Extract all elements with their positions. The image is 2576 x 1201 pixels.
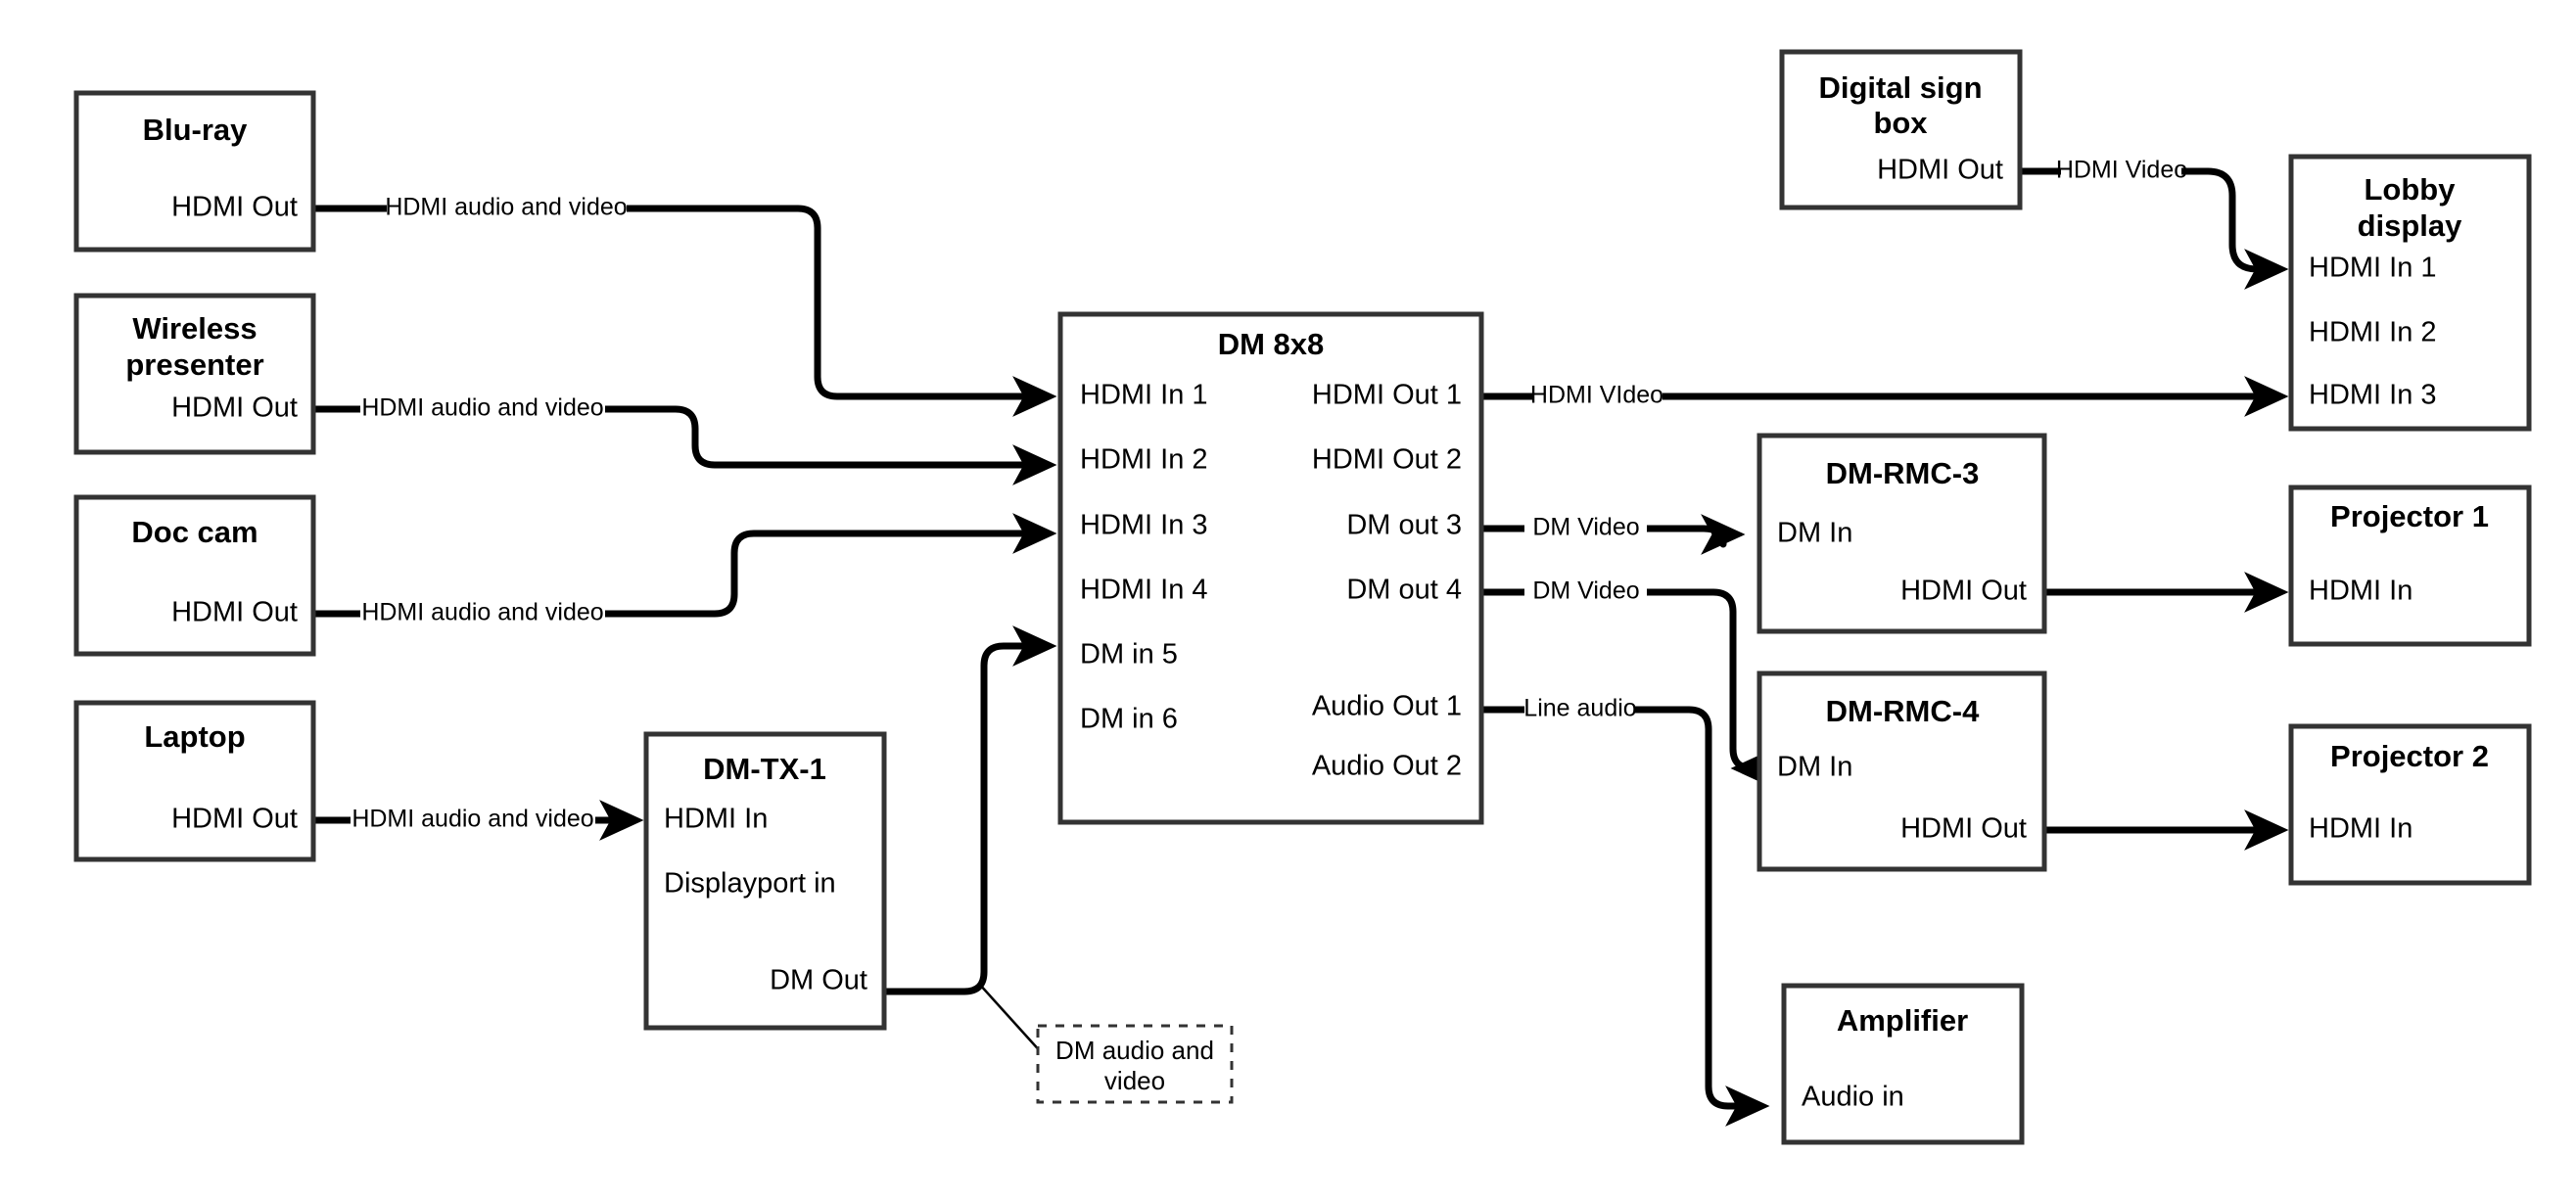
edge-label-hdmi-video-out1: HDMI VIdeo — [1530, 382, 1663, 409]
dm-tx-1-port-displayport-in: Displayport in — [664, 868, 836, 900]
edge-label-bluray: HDMI audio and video — [385, 194, 627, 221]
edge-label-line-audio: Line audio — [1523, 695, 1636, 722]
node-dm-8x8[interactable]: DM 8x8 HDMI In 1 HDMI In 2 HDMI In 3 HDM… — [1057, 311, 1484, 825]
node-dm-rmc-4[interactable]: DM-RMC-4 DM In HDMI Out — [1756, 670, 2047, 872]
lobby-display-port-hdmi-in-3: HDMI In 3 — [2309, 380, 2437, 411]
digital-sign-box-title-line-1: Digital sign — [1818, 70, 1982, 105]
dm-8x8-port-dm-in-6: DM in 6 — [1080, 704, 1178, 735]
blu-ray-title: Blu-ray — [143, 113, 249, 147]
wire-tx-to-dm-in5 — [884, 625, 1057, 1055]
dm-tx-1-port-hdmi-in: HDMI In — [664, 804, 768, 835]
projector-2-title: Projector 2 — [2330, 739, 2489, 773]
projector-1-port-hdmi-in: HDMI In — [2309, 576, 2412, 607]
wire-dm-out3-to-rmc3 — [1481, 514, 1746, 555]
edge-labels: HDMI audio and video HDMI audio and vide… — [351, 157, 2187, 833]
dm-rmc-3-title: DM-RMC-3 — [1826, 456, 1980, 490]
dm-rmc-3-port-dm-in: DM In — [1777, 518, 1852, 549]
dm-8x8-port-dm-in-5: DM in 5 — [1080, 639, 1178, 670]
digital-sign-box-port-hdmi-out: HDMI Out — [1877, 155, 2003, 186]
edge-label-doccam: HDMI audio and video — [361, 599, 603, 626]
wire-wireless-to-dm-in2 — [313, 405, 1057, 485]
blu-ray-port-hdmi-out: HDMI Out — [171, 192, 298, 223]
node-amplifier[interactable]: Amplifier Audio in — [1781, 983, 2025, 1145]
wireless-presenter-title-line-2: presenter — [125, 347, 263, 382]
lobby-display-port-hdmi-in-1: HDMI In 1 — [2309, 253, 2437, 284]
node-projector-1[interactable]: Projector 1 HDMI In — [2288, 485, 2532, 647]
node-digital-sign-box[interactable]: Digital sign box HDMI Out — [1779, 49, 2023, 210]
wire-dm-out4-to-rmc4 — [1481, 588, 1775, 789]
dm-8x8-port-hdmi-out-2: HDMI Out 2 — [1312, 444, 1462, 476]
projector-1-title: Projector 1 — [2330, 499, 2489, 533]
wire-bluray-to-dm-in1 — [313, 205, 1057, 417]
lobby-display-title-line-2: display — [2358, 208, 2463, 243]
dm-rmc-4-port-dm-in: DM In — [1777, 752, 1852, 783]
projector-2-port-hdmi-in: HDMI In — [2309, 813, 2412, 845]
lobby-display-port-hdmi-in-2: HDMI In 2 — [2309, 317, 2437, 348]
node-lobby-display[interactable]: Lobby display HDMI In 1 HDMI In 2 HDMI I… — [2288, 154, 2532, 432]
node-laptop[interactable]: Laptop HDMI Out — [73, 700, 316, 862]
note-dm-audio-and-video: DM audio and video — [1036, 1024, 1234, 1104]
edge-label-laptop: HDMI audio and video — [351, 806, 593, 833]
dm-8x8-port-hdmi-in-1: HDMI In 1 — [1080, 380, 1208, 411]
amplifier-title: Amplifier — [1837, 1003, 1968, 1038]
node-projector-2[interactable]: Projector 2 HDMI In — [2288, 723, 2532, 886]
dm-8x8-port-hdmi-out-1: HDMI Out 1 — [1312, 380, 1462, 411]
edge-label-wireless: HDMI audio and video — [361, 394, 603, 422]
edge-label-dm-video-4: DM Video — [1532, 577, 1639, 605]
wire-dm-audio1-to-amp — [1481, 706, 1770, 1127]
doc-cam-port-hdmi-out: HDMI Out — [171, 597, 298, 628]
node-wireless-presenter[interactable]: Wireless presenter HDMI Out — [73, 293, 316, 455]
wireless-presenter-title-line-1: Wireless — [132, 311, 257, 346]
node-dm-tx-1[interactable]: DM-TX-1 HDMI In Displayport in DM Out — [643, 731, 887, 1031]
doc-cam-title: Doc cam — [131, 515, 258, 549]
wire-doccam-to-dm-in3 — [313, 513, 1057, 618]
dm-8x8-port-hdmi-in-3: HDMI In 3 — [1080, 510, 1208, 541]
amplifier-port-audio-in: Audio in — [1802, 1082, 1904, 1113]
note-line-1: DM audio and — [1055, 1036, 1214, 1065]
dm-8x8-port-audio-out-1: Audio Out 1 — [1312, 691, 1462, 722]
dm-8x8-port-hdmi-in-2: HDMI In 2 — [1080, 444, 1208, 476]
dm-rmc-4-port-hdmi-out: HDMI Out — [1900, 813, 2027, 845]
note-line-2: video — [1104, 1066, 1165, 1095]
laptop-port-hdmi-out: HDMI Out — [171, 804, 298, 835]
dm-8x8-title: DM 8x8 — [1218, 327, 1325, 361]
dm-8x8-port-hdmi-in-4: HDMI In 4 — [1080, 575, 1208, 606]
dm-tx-1-title: DM-TX-1 — [703, 752, 826, 786]
edge-label-hdmi-video-sign: HDMI Video — [2056, 157, 2187, 184]
edge-label-dm-video-3: DM Video — [1532, 514, 1639, 541]
laptop-title: Laptop — [144, 719, 245, 754]
dm-8x8-port-dm-out-3: DM out 3 — [1346, 510, 1462, 541]
dm-8x8-port-dm-out-4: DM out 4 — [1346, 575, 1462, 606]
dm-rmc-3-port-hdmi-out: HDMI Out — [1900, 576, 2027, 607]
lobby-display-title-line-1: Lobby — [2365, 172, 2457, 207]
wire-sign-to-lobby-in1 — [2020, 167, 2289, 290]
node-doc-cam[interactable]: Doc cam HDMI Out — [73, 494, 316, 657]
dm-rmc-4-title: DM-RMC-4 — [1826, 694, 1980, 728]
wireless-presenter-port-hdmi-out: HDMI Out — [171, 393, 298, 424]
node-dm-rmc-3[interactable]: DM-RMC-3 DM In HDMI Out — [1756, 433, 2047, 634]
node-blu-ray[interactable]: Blu-ray HDMI Out — [73, 90, 316, 253]
digital-sign-box-title-line-2: box — [1873, 106, 1928, 140]
dm-tx-1-port-dm-out: DM Out — [770, 965, 867, 996]
dm-8x8-port-audio-out-2: Audio Out 2 — [1312, 751, 1462, 782]
